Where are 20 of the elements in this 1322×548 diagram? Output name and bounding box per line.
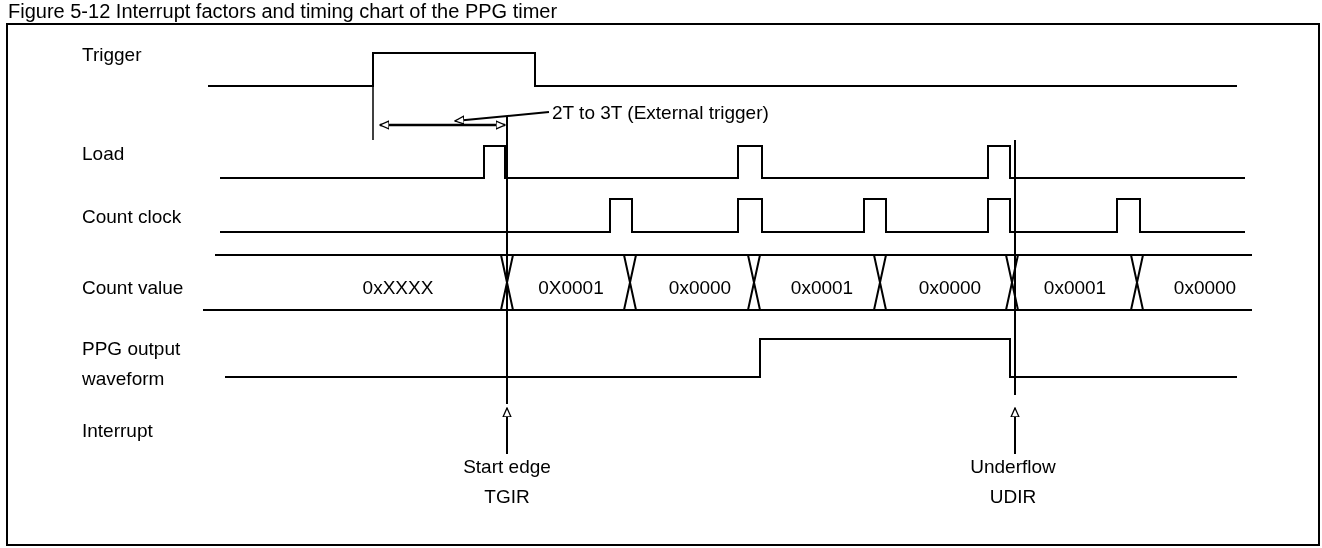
count-value: 0xXXXX [362, 277, 434, 299]
annotation-text: Start edge TGIR [452, 452, 562, 512]
signal-name: Trigger [82, 44, 142, 66]
arrow [502, 407, 512, 455]
count-value: 0x0000 [918, 277, 982, 299]
count-value: 0x0000 [1173, 277, 1237, 299]
annotation-text: Underflow UDIR [958, 452, 1068, 512]
annotation-text: 2T to 3T (External trigger) [552, 98, 769, 128]
signal-name: PPG output waveform [82, 337, 182, 391]
count-value: 0x0001 [1043, 277, 1107, 299]
figure-title: Figure 5-12 Interrupt factors and timing chart of the PPG timer [8, 0, 558, 22]
signal-name: Load [82, 143, 125, 165]
count-value: 0x0000 [668, 277, 732, 299]
signal-name: Count value [82, 277, 184, 299]
arrow [1010, 407, 1020, 455]
signal-name: Interrupt [82, 420, 153, 442]
count-value: 0X0001 [538, 277, 604, 299]
signal-name: Count clock [82, 206, 182, 228]
leader-line [454, 111, 550, 125]
count-value: 0x0001 [790, 277, 854, 299]
